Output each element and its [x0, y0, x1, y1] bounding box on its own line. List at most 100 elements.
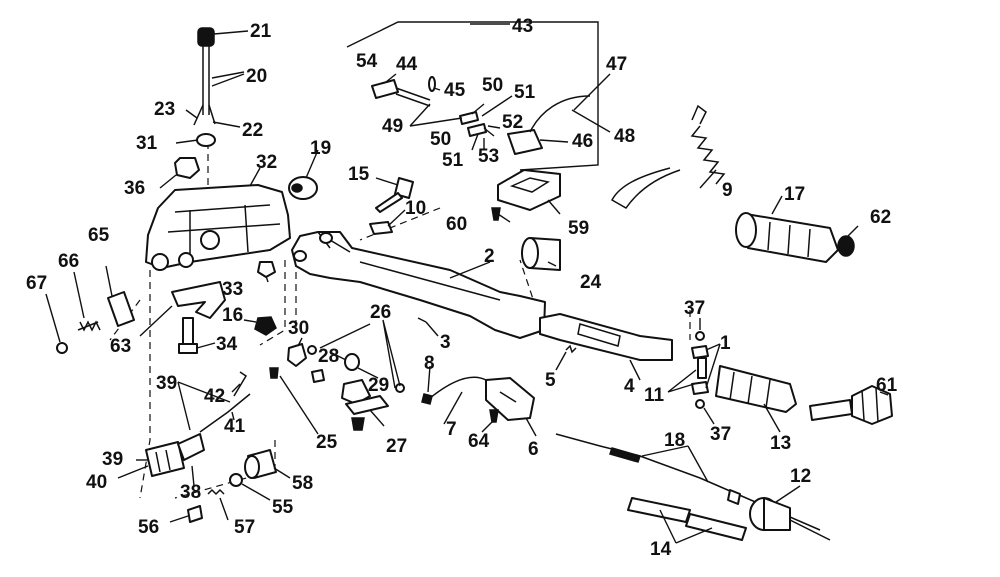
lock-nut-part: [254, 316, 277, 336]
detent-top-part: [691, 345, 709, 359]
leader-lines: [45, 30, 889, 544]
label-40: 40: [86, 472, 107, 493]
washer-part: [196, 133, 216, 147]
label-18: 18: [664, 430, 685, 451]
label-5: 5: [545, 370, 556, 391]
label-65: 65: [88, 225, 110, 246]
cap-part: [229, 473, 243, 487]
label-54: 54: [356, 51, 378, 72]
label-59: 59: [568, 218, 589, 239]
label-38: 38: [180, 482, 201, 503]
label-8: 8: [424, 353, 435, 374]
label-50-top: 50: [482, 75, 503, 96]
label-36: 36: [124, 178, 145, 199]
flat-washer-part: [307, 345, 317, 355]
switch-plate-part: [497, 169, 561, 211]
cable-tubes-part: [627, 497, 747, 541]
kit-43-bracket: [346, 21, 599, 171]
label-3: 3: [440, 332, 451, 353]
label-47: 47: [606, 54, 627, 75]
wire-lead-2-part: [429, 376, 487, 399]
label-4: 4: [624, 376, 635, 397]
pin-part: [417, 317, 427, 323]
handle-grip-part: [735, 212, 839, 263]
label-44: 44: [396, 54, 418, 75]
label-16: 16: [222, 305, 243, 326]
choke-linkage-part: [233, 371, 248, 397]
label-34: 34: [216, 334, 238, 355]
label-66: 66: [58, 251, 79, 272]
ball-bottom-part: [695, 399, 705, 409]
mounting-bracket-part: [171, 281, 226, 319]
spring-part: [77, 320, 101, 332]
label-45: 45: [444, 80, 466, 101]
label-32: 32: [256, 152, 277, 173]
label-2: 2: [484, 246, 495, 267]
label-64: 64: [468, 431, 490, 452]
label-52: 52: [502, 112, 523, 133]
wire-lead-part: [193, 27, 216, 126]
bracket-clip-part: [287, 343, 307, 367]
tiller-arm-part: [291, 231, 546, 339]
hex-nut-part: [311, 369, 325, 383]
label-48: 48: [614, 126, 635, 147]
label-25: 25: [316, 432, 338, 453]
label-11: 11: [644, 385, 665, 406]
label-51-top: 51: [514, 82, 536, 103]
label-6: 6: [528, 439, 539, 460]
label-17: 17: [784, 184, 805, 205]
label-39-top: 39: [156, 373, 177, 394]
label-67: 67: [26, 273, 47, 294]
label-22: 22: [242, 120, 263, 141]
label-28: 28: [318, 346, 339, 367]
label-1: 1: [720, 333, 731, 354]
pivot-bolt-part: [375, 177, 414, 213]
choke-rod-part: [199, 393, 251, 433]
label-24: 24: [580, 272, 602, 293]
wire-end-part: [421, 393, 433, 405]
label-9: 9: [722, 180, 733, 201]
label-7: 7: [446, 419, 457, 440]
shaft-sleeve-part: [521, 237, 561, 271]
label-51-bottom: 51: [442, 150, 464, 171]
bushing-part: [344, 353, 360, 371]
screw-part: [351, 417, 365, 431]
label-12: 12: [790, 466, 811, 487]
throttle-shaft-part: [539, 313, 673, 361]
label-58: 58: [292, 473, 313, 494]
label-55: 55: [272, 497, 294, 518]
detent-ball-part: [56, 342, 68, 354]
grommet-part: [244, 449, 277, 479]
small-spring-part: [565, 344, 577, 354]
detent-spring-part: [697, 357, 707, 379]
throttle-grip-part: [715, 365, 797, 413]
label-42: 42: [204, 386, 225, 407]
end-cap-part: [837, 235, 855, 257]
friction-knob-part: [288, 176, 318, 200]
link-plate-part: [345, 395, 389, 415]
label-33: 33: [222, 279, 243, 300]
ball-top-part: [695, 331, 705, 341]
label-56: 56: [138, 517, 159, 538]
stop-switch-part: [507, 95, 591, 155]
kill-switch-lead-part: [371, 76, 487, 137]
lanyard-part: [610, 104, 726, 209]
screw-small-part: [269, 367, 279, 379]
label-37-bottom: 37: [710, 424, 731, 445]
switch-screw-part: [491, 207, 501, 221]
label-13: 13: [770, 433, 791, 454]
knob-cap-part: [187, 505, 203, 523]
label-31: 31: [136, 133, 158, 154]
label-30: 30: [288, 318, 309, 339]
cable-end-part: [749, 497, 831, 541]
label-49: 49: [382, 116, 403, 137]
label-23: 23: [154, 99, 175, 120]
nut-part: [174, 157, 200, 179]
label-53: 53: [478, 146, 499, 167]
label-21: 21: [250, 21, 272, 42]
label-50-bottom: 50: [430, 129, 451, 150]
detent-bottom-part: [691, 381, 709, 395]
bracket-bolt-part: [178, 317, 198, 354]
label-14: 14: [650, 539, 672, 560]
